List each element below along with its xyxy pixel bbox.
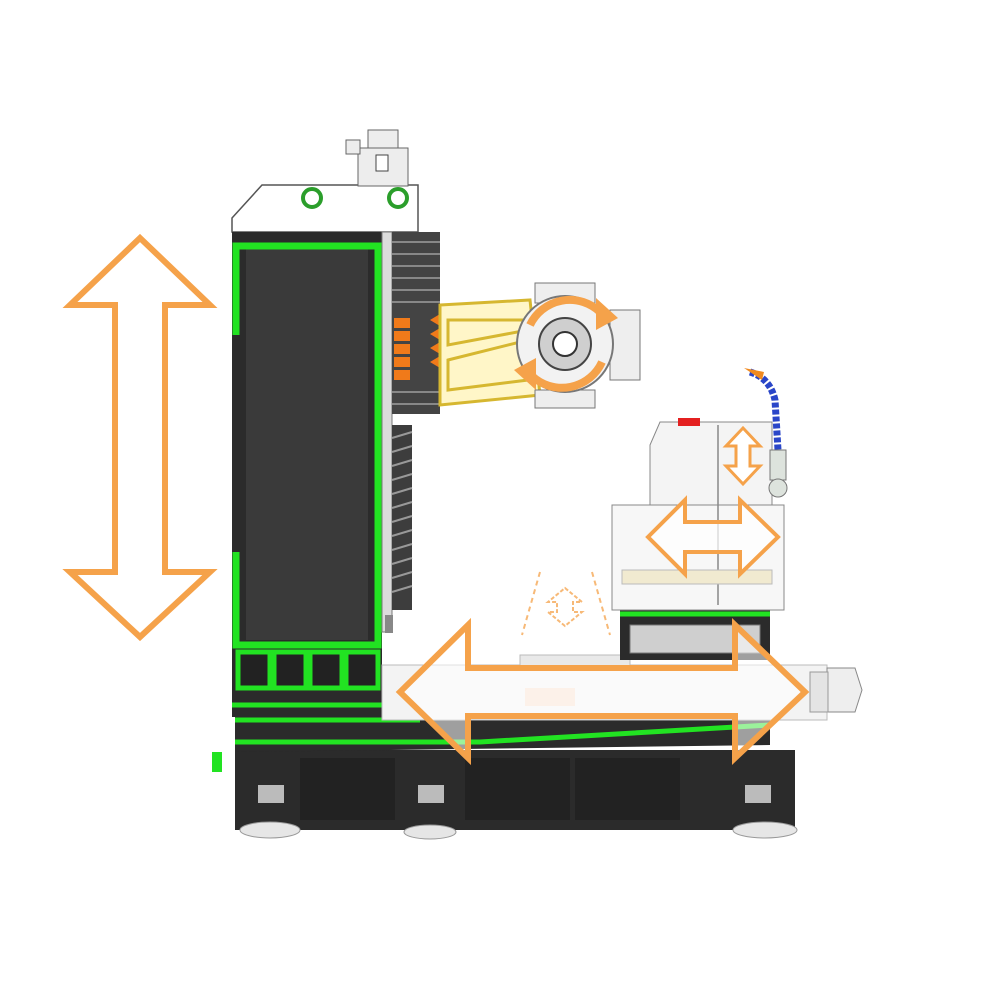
leveling-foot [403, 785, 457, 840]
leveling-foot [239, 785, 301, 839]
base-recess [300, 758, 395, 820]
bellows-upper [392, 232, 440, 414]
column-pocket [307, 649, 345, 691]
spindle-arm [438, 282, 641, 409]
double-arrow-vertical-icon [62, 233, 218, 642]
bed-green-line [235, 722, 771, 745]
rotation-arrows-icon [514, 295, 618, 392]
small-vertical-arrow-icon [722, 425, 764, 487]
spindle-bore [552, 331, 578, 357]
orange-blocks [394, 314, 440, 380]
guide-rail [381, 231, 393, 633]
lifting-eye [301, 187, 323, 209]
column-green-frame [232, 242, 382, 649]
spindle-side-flange [609, 309, 641, 381]
base-green-tab [212, 752, 222, 772]
dashed-vertical-arrow-icon [521, 571, 611, 636]
bellows-body [392, 425, 412, 610]
column-panel [246, 248, 368, 640]
column [231, 129, 419, 717]
leveling-foot [732, 785, 798, 839]
lifting-eye [387, 187, 409, 209]
bellows-lower [385, 425, 413, 633]
base-recess [575, 758, 680, 820]
machine-base [212, 750, 798, 840]
red-marker [678, 418, 700, 426]
spindle-motor [345, 129, 409, 187]
cross-slide-arrows-icon [645, 495, 781, 579]
head-top [649, 421, 773, 506]
table-end-cap [826, 667, 863, 713]
column-pocket [271, 649, 309, 691]
double-arrow-horizontal-icon [395, 617, 810, 766]
column-cap [231, 184, 419, 233]
coolant-tip [744, 368, 764, 380]
coolant-nozzle [744, 368, 788, 498]
column-pocket [343, 649, 381, 691]
base-recess [465, 758, 570, 820]
column-pocket [235, 649, 273, 691]
tool-probe [385, 615, 393, 633]
